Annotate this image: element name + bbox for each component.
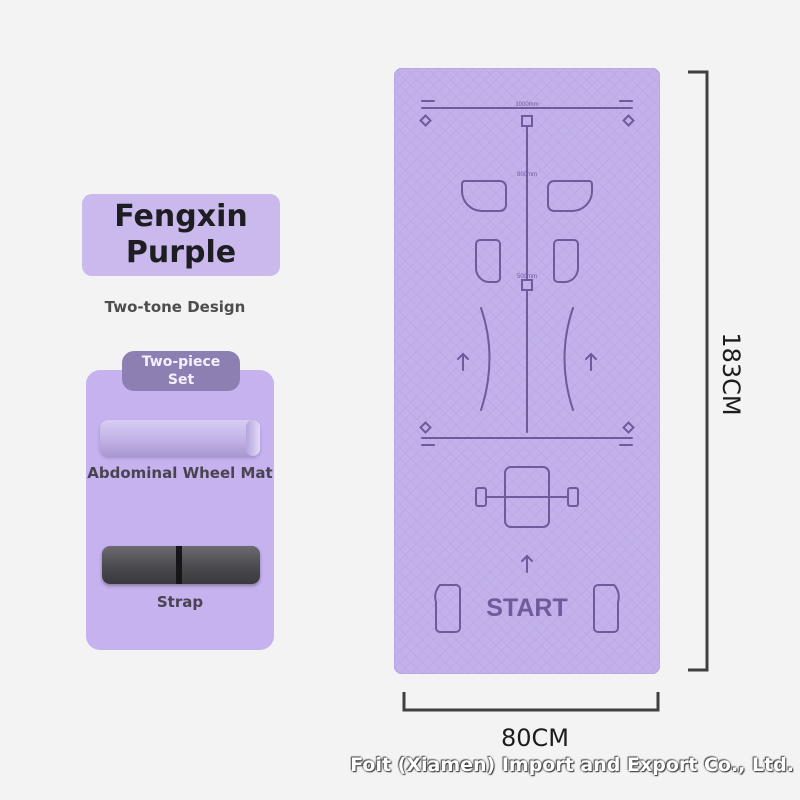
mark-500mm: 500mm <box>517 274 537 280</box>
title-line-1: Fengxin <box>114 199 248 234</box>
height-label: 183CM <box>717 332 745 416</box>
mark-1000mm: 1000mm <box>515 102 538 108</box>
title-badge: Fengxin Purple <box>82 194 280 276</box>
width-label: 80CM <box>500 724 569 752</box>
set-tag: Two-piece Set <box>122 351 240 391</box>
mark-800mm: 800mm <box>517 172 537 178</box>
start-text: START <box>486 594 567 622</box>
company-footer: Foit (Xiamen) Import and Export Co., Ltd… <box>350 754 794 776</box>
set-tag-line-2: Set <box>167 372 195 388</box>
rolled-mat-image <box>100 420 260 456</box>
item-label-strap: Strap <box>156 593 204 611</box>
strap-image <box>102 546 260 584</box>
height-dimension-line <box>688 70 709 672</box>
set-tag-line-1: Two-piece <box>141 354 221 370</box>
subtitle: Two-tone Design <box>104 298 246 316</box>
yoga-mat-illustration: 1000mm 800mm 500mm START <box>394 68 660 674</box>
width-dimension-line <box>402 692 660 712</box>
set-panel <box>86 370 274 650</box>
title-line-2: Purple <box>125 235 237 270</box>
item-label-mat: Abdominal Wheel Mat <box>87 464 273 482</box>
